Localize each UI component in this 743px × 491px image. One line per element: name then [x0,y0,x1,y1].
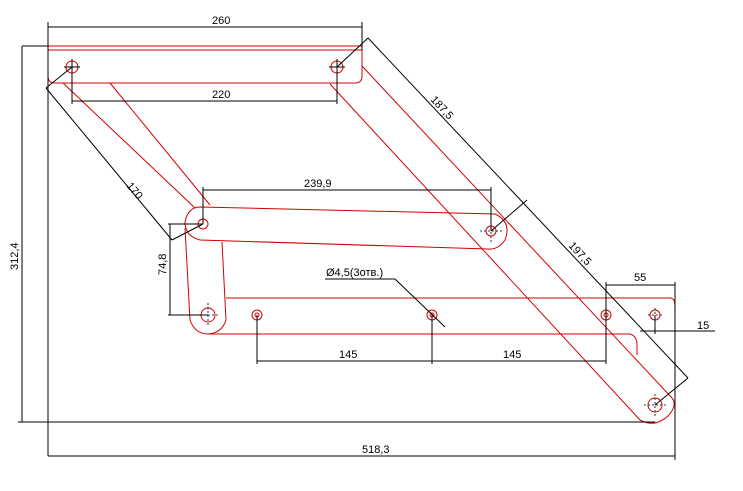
dim-220: 220 [212,89,230,101]
right-long-link [329,65,675,424]
dim-15: 15 [697,320,709,332]
hole [644,394,666,416]
dim-239-9: 239,9 [304,178,332,190]
holes [64,59,666,416]
dim-197-5: 197,5 [566,240,594,268]
dim-145-right: 145 [503,349,521,361]
top-bar [47,45,363,84]
dim-312-4: 312,4 [9,242,21,270]
dim-187-5: 187,5 [428,94,456,122]
dim-260: 260 [212,15,230,27]
middle-link [184,206,508,250]
left-link [62,82,211,209]
dimension-labels: 260 220 239,9 312,4 74,8 170 187,5 197,5… [9,15,709,456]
dim-74-8: 74,8 [157,254,169,275]
dim-55: 55 [634,272,646,284]
dim-170: 170 [124,180,145,202]
dimension-lines [18,22,715,460]
dim-145-left: 145 [339,349,357,361]
vertical-link [184,227,227,335]
dim-518-3: 518,3 [362,444,390,456]
hole-callout: Ø4,5(3отв.) [326,267,383,279]
